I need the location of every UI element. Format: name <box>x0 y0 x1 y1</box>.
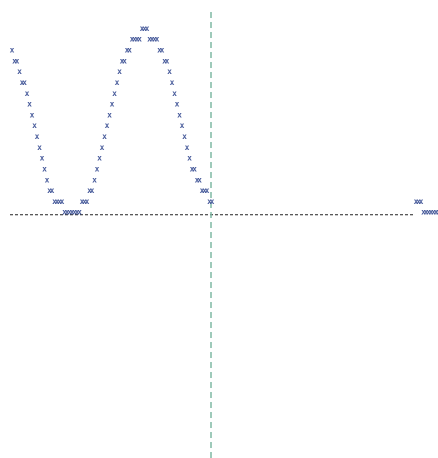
data-point: x <box>57 197 62 206</box>
data-point: x <box>137 35 142 44</box>
data-point: x <box>177 110 182 119</box>
data-point: x <box>175 100 180 109</box>
data-point: x <box>107 110 112 119</box>
data-point: x <box>147 35 152 44</box>
data-point: x <box>77 208 82 217</box>
data-point: x <box>30 110 35 119</box>
data-point: x <box>421 208 426 217</box>
data-point: x <box>431 208 436 217</box>
data-point: x <box>132 35 137 44</box>
data-point: x <box>157 46 162 55</box>
data-point: x <box>172 89 177 98</box>
data-point: x <box>210 197 215 206</box>
data-point: x <box>135 35 140 44</box>
data-point: x <box>426 208 431 217</box>
data-point: x <box>50 186 55 195</box>
data-point: x <box>416 197 421 206</box>
data-point: x <box>197 175 202 184</box>
data-point: x <box>42 164 47 173</box>
data-point: x <box>90 186 95 195</box>
data-point: x <box>72 208 77 217</box>
data-point: x <box>200 186 205 195</box>
data-point: x <box>17 67 22 76</box>
data-point: x <box>12 56 17 65</box>
data-point: x <box>60 197 65 206</box>
data-point: x <box>45 175 50 184</box>
data-point: x <box>80 197 85 206</box>
data-point: x <box>436 208 438 217</box>
data-point: x <box>112 89 117 98</box>
data-point: x <box>117 67 122 76</box>
data-point: x <box>85 197 90 206</box>
data-point: x <box>35 132 40 141</box>
data-point: x <box>424 208 429 217</box>
data-point: x <box>82 197 87 206</box>
data-point: x <box>187 154 192 163</box>
data-point: x <box>95 164 100 173</box>
data-point: x <box>150 35 155 44</box>
data-point: x <box>37 143 42 152</box>
data-point: x <box>40 154 45 163</box>
data-point: x <box>429 208 434 217</box>
data-point: x <box>62 208 67 217</box>
data-point: x <box>67 208 72 217</box>
data-point: x <box>190 164 195 173</box>
data-point: x <box>125 46 130 55</box>
data-point: x <box>47 186 52 195</box>
data-point: x <box>152 35 157 44</box>
data-point: x <box>160 46 165 55</box>
data-point: x <box>142 24 147 33</box>
data-point: x <box>65 208 70 217</box>
data-point: x <box>32 121 37 130</box>
data-point: x <box>180 121 185 130</box>
data-point: x <box>110 100 115 109</box>
data-point: x <box>205 186 210 195</box>
data-point: x <box>20 78 25 87</box>
data-point: x <box>192 164 197 173</box>
data-point: x <box>22 78 27 87</box>
data-point: x <box>105 121 110 130</box>
data-point: x <box>127 46 132 55</box>
data-point: x <box>122 56 127 65</box>
data-point: x <box>414 197 419 206</box>
data-point: x <box>120 56 125 65</box>
data-point: x <box>165 56 170 65</box>
data-point: x <box>419 197 424 206</box>
data-point: x <box>102 132 107 141</box>
data-point: x <box>140 24 145 33</box>
data-point: x <box>162 56 167 65</box>
data-point: x <box>434 208 438 217</box>
data-point: x <box>27 100 32 109</box>
data-point: x <box>92 175 97 184</box>
data-point: x <box>115 78 120 87</box>
data-point: x <box>202 186 207 195</box>
data-point: x <box>185 143 190 152</box>
data-point: x <box>97 154 102 163</box>
data-point: x <box>15 56 20 65</box>
data-point: x <box>182 132 187 141</box>
data-point: x <box>155 35 160 44</box>
data-point: x <box>167 67 172 76</box>
data-point: x <box>87 186 92 195</box>
data-point: x <box>195 175 200 184</box>
data-point: x <box>70 208 75 217</box>
data-point: x <box>75 208 80 217</box>
data-point: x <box>52 197 57 206</box>
data-point: x <box>130 35 135 44</box>
data-point: x <box>100 143 105 152</box>
data-point: x <box>55 197 60 206</box>
data-point: x <box>10 46 15 55</box>
data-point: x <box>207 197 212 206</box>
data-point: x <box>170 78 175 87</box>
data-point: x <box>25 89 30 98</box>
data-point: x <box>145 24 150 33</box>
